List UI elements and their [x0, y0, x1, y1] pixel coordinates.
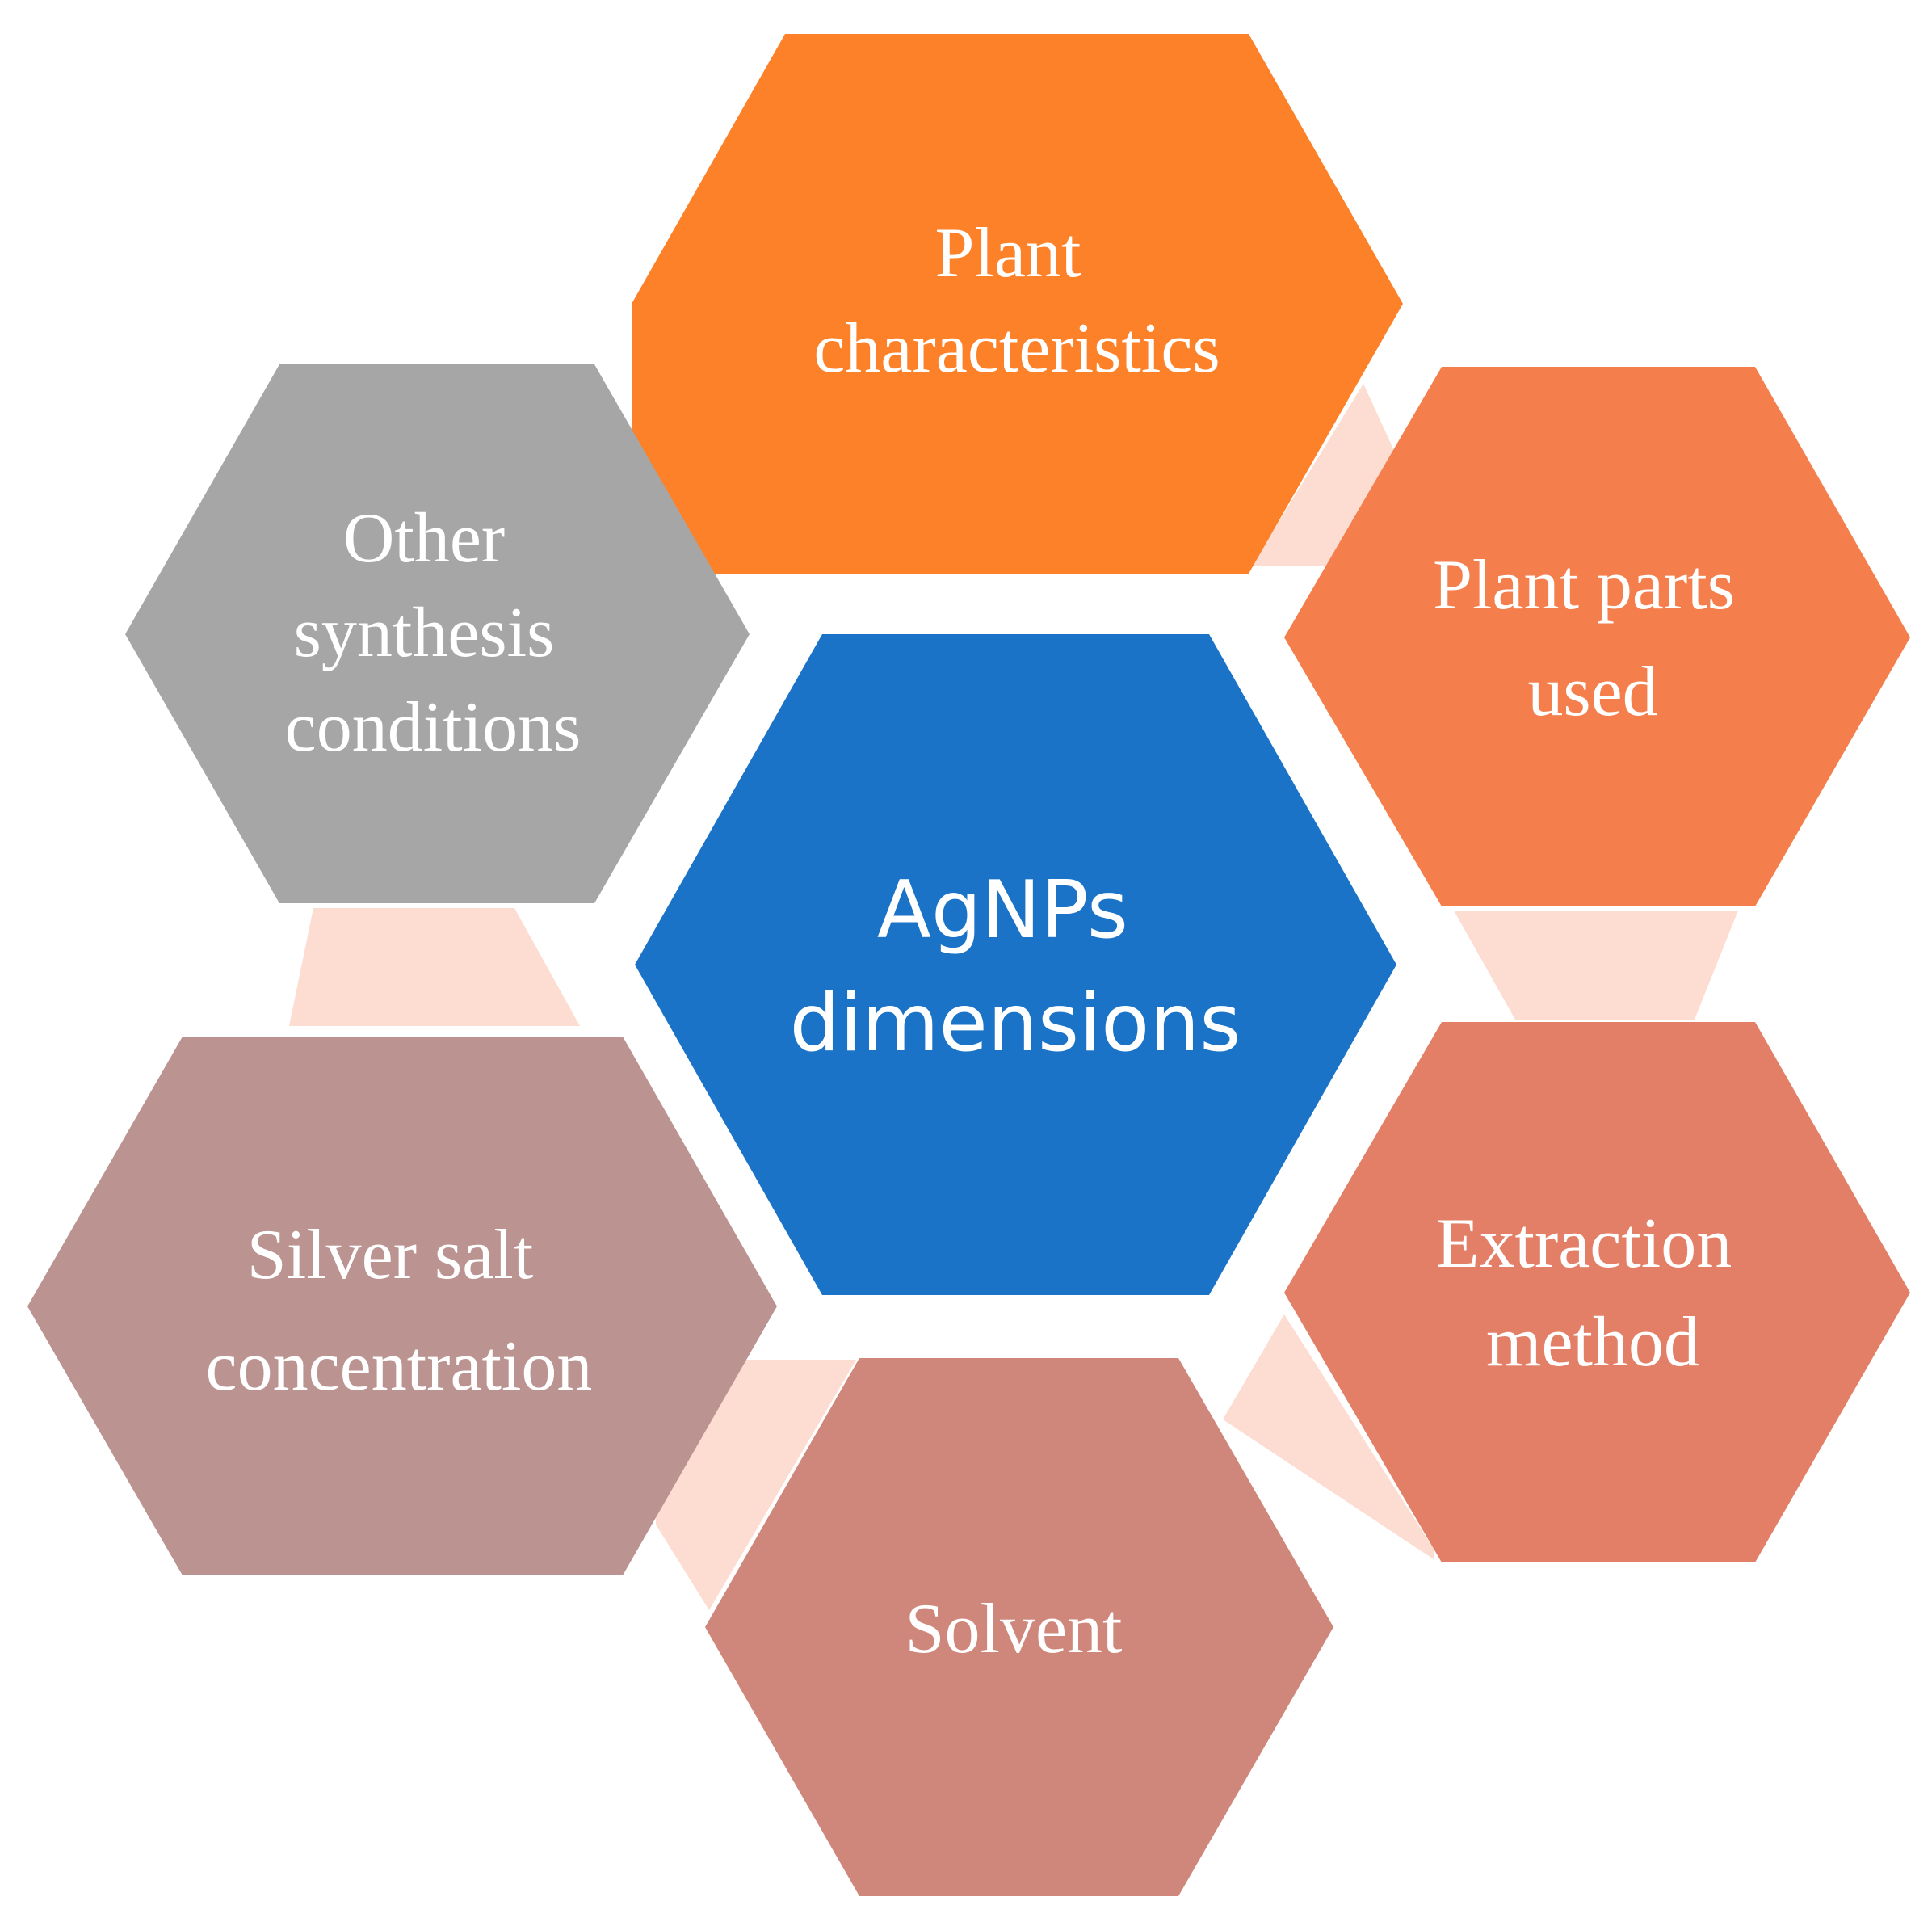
- connector-parts-to-extraction: [1454, 911, 1738, 1020]
- label-line: Plant parts: [1433, 546, 1735, 625]
- connector-extraction-to-solvent: [1223, 1314, 1434, 1559]
- hexagon-shape: [705, 1358, 1334, 1896]
- label-line: Silver salt: [247, 1216, 533, 1294]
- label-line: AgNPs: [877, 864, 1128, 957]
- label-line: Other: [343, 499, 505, 578]
- hexagon-plant-characteristics: Plant characteristics: [632, 34, 1403, 574]
- hexagon-plant-parts-used: Plant parts used: [1284, 367, 1910, 906]
- hexagon-extraction-method: Extraction method: [1284, 1022, 1910, 1562]
- hexagon-label: Silver salt concentration: [206, 1216, 593, 1406]
- label-line: method: [1486, 1303, 1699, 1382]
- label-line: synthesis: [294, 594, 555, 672]
- hexagon-solvent: Solvent: [705, 1358, 1334, 1896]
- hexagon-label: Other synthesis conditions: [285, 499, 582, 767]
- hexagon-shape: [27, 1037, 777, 1575]
- hexagon-shape: [1284, 1022, 1910, 1562]
- center-hexagon-shape: [635, 634, 1396, 1295]
- label-line: Extraction: [1436, 1205, 1732, 1283]
- hexagon-silver-salt-concentration: Silver salt concentration: [27, 1037, 777, 1575]
- connector-silver-to-other: [289, 908, 580, 1026]
- hexagon-label: Extraction method: [1436, 1205, 1750, 1382]
- label-line: characteristics: [813, 309, 1220, 388]
- hexagon-label: Solvent: [905, 1590, 1123, 1668]
- center-hexagon-label: AgNPs dimensions: [790, 864, 1241, 1070]
- label-line: concentration: [206, 1327, 593, 1406]
- hexagon-shape: [125, 364, 750, 903]
- label-line: dimensions: [790, 978, 1241, 1070]
- hexagon-other-synthesis-conditions: Other synthesis conditions: [125, 364, 750, 903]
- label-line: Solvent: [905, 1590, 1123, 1668]
- hexagon-label: Plant characteristics: [813, 214, 1220, 388]
- hexagon-center-agnps-dimensions: AgNPs dimensions: [635, 634, 1396, 1295]
- hexagon-shape: [632, 34, 1403, 574]
- hexagon-label: Plant parts used: [1433, 546, 1753, 731]
- label-line: conditions: [285, 688, 582, 767]
- label-line: Plant: [935, 214, 1082, 292]
- hexagon-shape: [1284, 367, 1910, 906]
- label-line: used: [1527, 653, 1657, 731]
